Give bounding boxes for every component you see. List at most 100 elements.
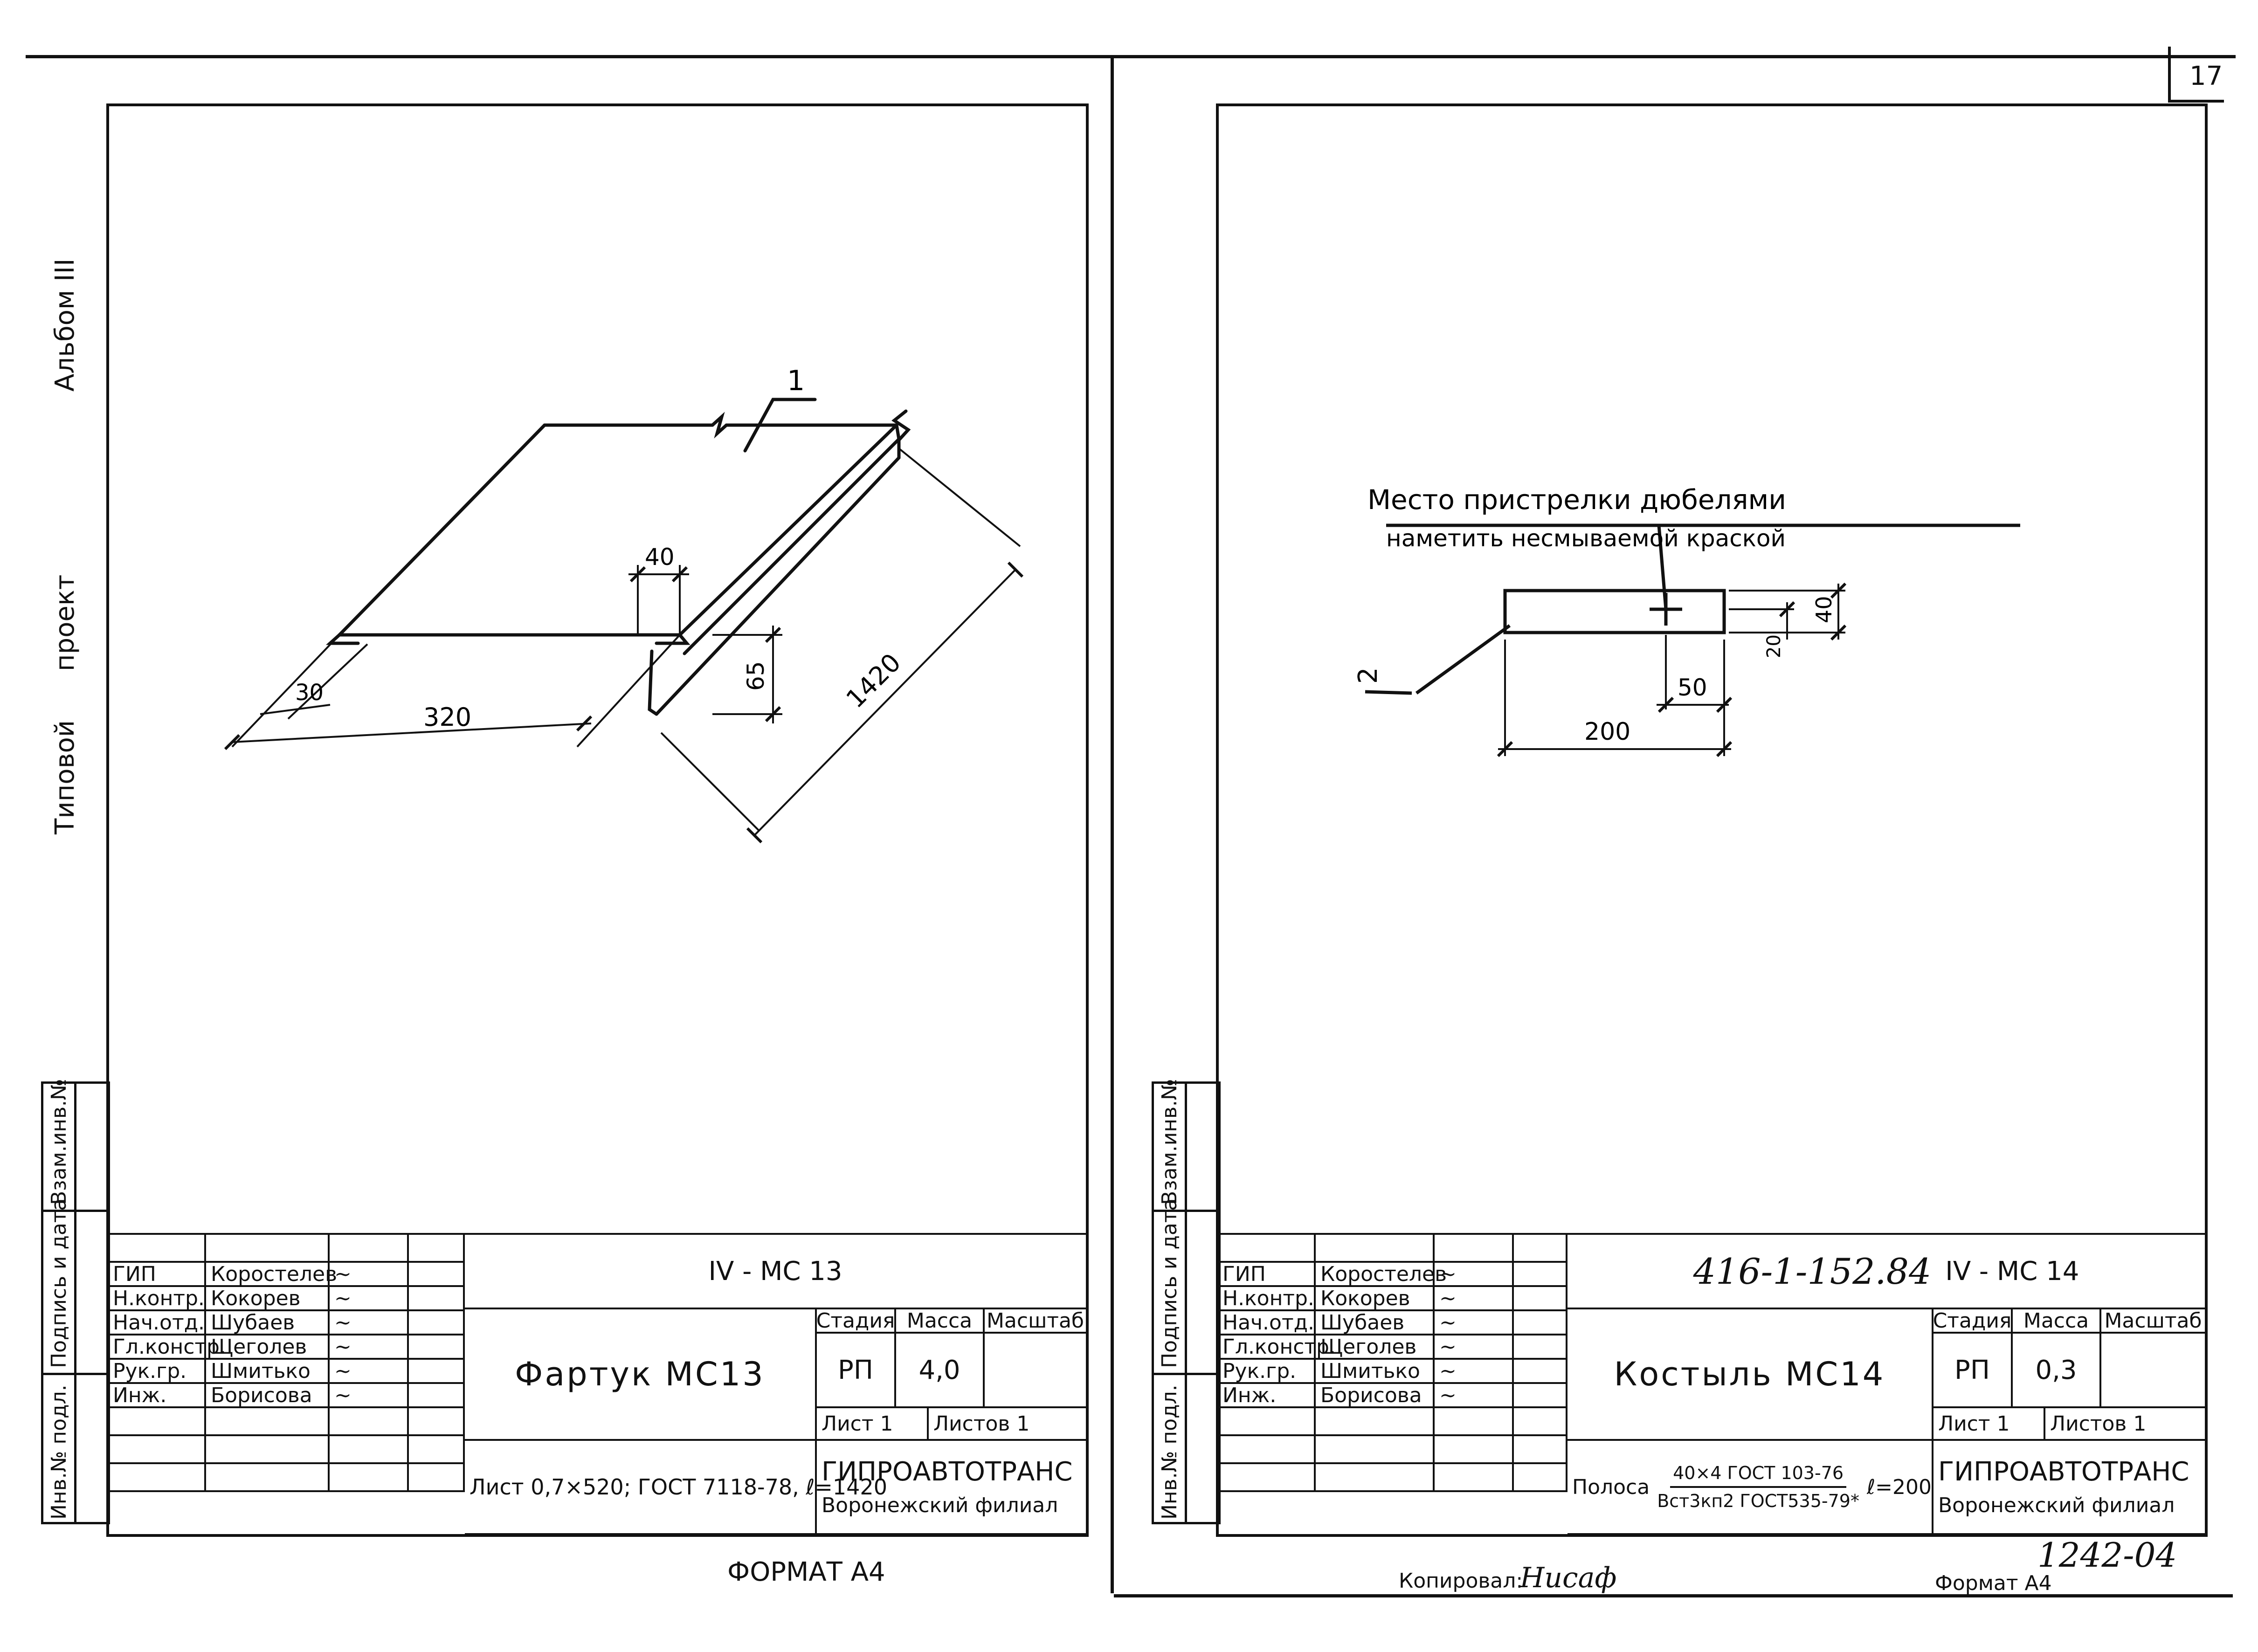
sheet2-note-line2: наметить несмываемой краской (1386, 525, 1786, 552)
sheet1-role-4: Рук.гр. (108, 1359, 206, 1384)
sheet2-dim-40: 40 (1811, 596, 1837, 623)
sheet1-sheets-label: Листов 1 (929, 1408, 1088, 1441)
left-stamp-inv: Инв.№ подл. (47, 1384, 71, 1520)
sheet2-branch: Воронежский филиал (1938, 1494, 2175, 1517)
sheet2-scale (2101, 1334, 2207, 1408)
sheet2-role-4: Рук.гр. (1218, 1359, 1316, 1384)
sheet2-sheets-label: Листов 1 (2045, 1408, 2207, 1441)
sheet1-role-3: Гл.констр. (108, 1335, 226, 1360)
sheet1-signature-1: ~ (330, 1287, 409, 1311)
sheet2-material-suffix: ℓ=200 (1866, 1475, 1932, 1499)
right-vertical-stamp: Инв.№ подл. Подпись и дата Взам.инв.№ (1152, 1079, 1221, 1524)
sheet1-signature-2: ~ (330, 1311, 409, 1335)
bottom-border-line (1114, 1594, 2233, 1597)
sheet1-role-2: Нач.отд. (108, 1311, 206, 1335)
sheet1-role-1: Н.контр. (108, 1287, 206, 1311)
top-border-line (26, 55, 2236, 58)
sheet1-name-2: Шубаев (206, 1311, 330, 1335)
sheet1-signature-3: ~ (330, 1335, 409, 1360)
sheet2-name-1: Кокорев (1316, 1287, 1435, 1311)
sheet2-signature-1: ~ (1435, 1287, 1514, 1311)
sheet2-stage: РП (1933, 1334, 2013, 1408)
sheet2-role-2: Нач.отд. (1218, 1311, 1316, 1335)
left-stamp-replace: Взам.инв.№ (47, 1079, 71, 1205)
sheet2-code-row: 416-1-152.84 IV - МС 14 (1567, 1235, 2207, 1309)
sheet1-drawing-name: Фартук МС13 (465, 1309, 817, 1441)
sheet2-drawing-name: Костыль МС14 (1567, 1309, 1933, 1441)
project-type-label: Типовой (50, 720, 80, 834)
sheet2-frame (1216, 103, 2208, 1537)
sheet1-mass-header: Масса (896, 1309, 985, 1334)
sheet-number: 17 (2189, 61, 2223, 91)
sheet1-format: ФОРМАТ А4 (727, 1557, 885, 1587)
sheet1-name-3: Щеголев (206, 1335, 330, 1360)
sheet1-signature-0: ~ (330, 1262, 409, 1287)
sheet2-format: Формат А4 (1935, 1571, 2052, 1595)
sheet1-dim-320: 320 (423, 702, 471, 732)
right-stamp-sign: Подпись и дата (1158, 1198, 1181, 1368)
sheet2-signature-0: ~ (1435, 1262, 1514, 1287)
sheet2-mass-header: Масса (2013, 1309, 2101, 1334)
sheet2-name-3: Щеголев (1316, 1335, 1435, 1360)
sheet2-material-top: 40×4 ГОСТ 103-76 (1670, 1463, 1847, 1488)
sheet2-copied-label: Копировал: (1399, 1569, 1523, 1593)
sheet1-role-5: Инж. (108, 1384, 206, 1408)
sheet2-stage-header: Стадия (1933, 1309, 2013, 1334)
sheet1-frame (106, 103, 1089, 1537)
sheet1-title-block: ГИП Коростелев ~ Н.контр. Кокорев ~ Нач.… (106, 1233, 1089, 1536)
sheet2-scale-header: Масштаб (2101, 1309, 2207, 1334)
sheet2-doc-code: IV - МС 14 (1945, 1256, 2079, 1287)
sheet1-signature-4: ~ (330, 1359, 409, 1384)
sheet1-role-0: ГИП (108, 1262, 206, 1287)
sheet2-org: ГИПРОАВТОТРАНС (1938, 1457, 2189, 1487)
sheet2-material-prefix: Полоса (1572, 1475, 1650, 1499)
sheet2-sheet-label: Лист 1 (1933, 1408, 2045, 1441)
sheet2-material-bottom: Вст3кп2 ГОСТ535-79* (1657, 1491, 1859, 1511)
sheet1-scale (985, 1334, 1088, 1408)
sheet2-signature-4: ~ (1435, 1359, 1514, 1384)
sheet2-signature-2: ~ (1435, 1311, 1514, 1335)
sheet2-signature-5: ~ (1435, 1384, 1514, 1408)
sheet1-leader-1: 1 (787, 365, 805, 397)
sheet2-doc-number: 416-1-152.84 (1693, 1250, 1932, 1292)
sheet2-role-1: Н.контр. (1218, 1287, 1316, 1311)
sheet2-leader-2: 2 (1353, 667, 1383, 684)
sheet1-signature-5: ~ (330, 1384, 409, 1408)
sheet1-doc-code: IV - МС 13 (465, 1235, 1088, 1309)
sheet2-name-4: Шмитько (1316, 1359, 1435, 1384)
sheet1-name-1: Кокорев (206, 1287, 330, 1311)
sheet1-dim-30: 30 (295, 680, 324, 706)
sheet2-role-5: Инж. (1218, 1384, 1316, 1408)
sheet2-dim-200: 200 (1584, 718, 1630, 746)
sheet2-mass: 0,3 (2013, 1334, 2101, 1408)
sheet1-branch: Воронежский филиал (822, 1494, 1058, 1517)
sheet2-dim-50: 50 (1678, 674, 1707, 701)
sheet1-scale-header: Масштаб (985, 1309, 1088, 1334)
sheet2-dim-20: 20 (1763, 634, 1785, 658)
sheet1-org-box: ГИПРОАВТОТРАНС Воронежский филиал (817, 1441, 1088, 1535)
sheet2-org-box: ГИПРОАВТОТРАНС Воронежский филиал (1933, 1441, 2207, 1535)
sheet2-material: Полоса 40×4 ГОСТ 103-76 Вст3кп2 ГОСТ535-… (1567, 1441, 1933, 1535)
sheet1-org: ГИПРОАВТОТРАНС (822, 1457, 1073, 1487)
sheet2-note-line1: Место пристрелки дюбелями (1367, 484, 1786, 516)
sheet1-sheet-label: Лист 1 (817, 1408, 929, 1441)
sheet1-person-empty-row (108, 1235, 206, 1263)
sheet2-role-3: Гл.констр. (1218, 1335, 1336, 1360)
sheet-divider-line (1111, 55, 1114, 1593)
sheet1-dim-65: 65 (742, 661, 769, 691)
sheet2-role-0: ГИП (1218, 1262, 1316, 1287)
project-word-label: проект (50, 574, 80, 671)
sheet1-dim-40: 40 (645, 544, 675, 571)
sheet2-name-0: Коростелев (1316, 1262, 1447, 1287)
sheet2-name-2: Шубаев (1316, 1311, 1435, 1335)
sheet2-name-5: Борисова (1316, 1384, 1435, 1408)
sheet1-material: Лист 0,7×520; ГОСТ 7118-78, ℓ=1420 (465, 1441, 887, 1535)
sheet1-name-4: Шмитько (206, 1359, 330, 1384)
sheet2-signature-3: ~ (1435, 1335, 1514, 1360)
sheet2-archive-number: 1242-04 (2037, 1535, 2177, 1575)
sheet1-stage: РП (817, 1334, 896, 1408)
sheet1-mass: 4,0 (896, 1334, 985, 1408)
right-stamp-replace: Взам.инв.№ (1158, 1079, 1181, 1205)
left-stamp-sign: Подпись и дата (47, 1198, 71, 1368)
sheet2-drawing: Место пристрелки дюбелями наметить несмы… (1353, 484, 2020, 757)
